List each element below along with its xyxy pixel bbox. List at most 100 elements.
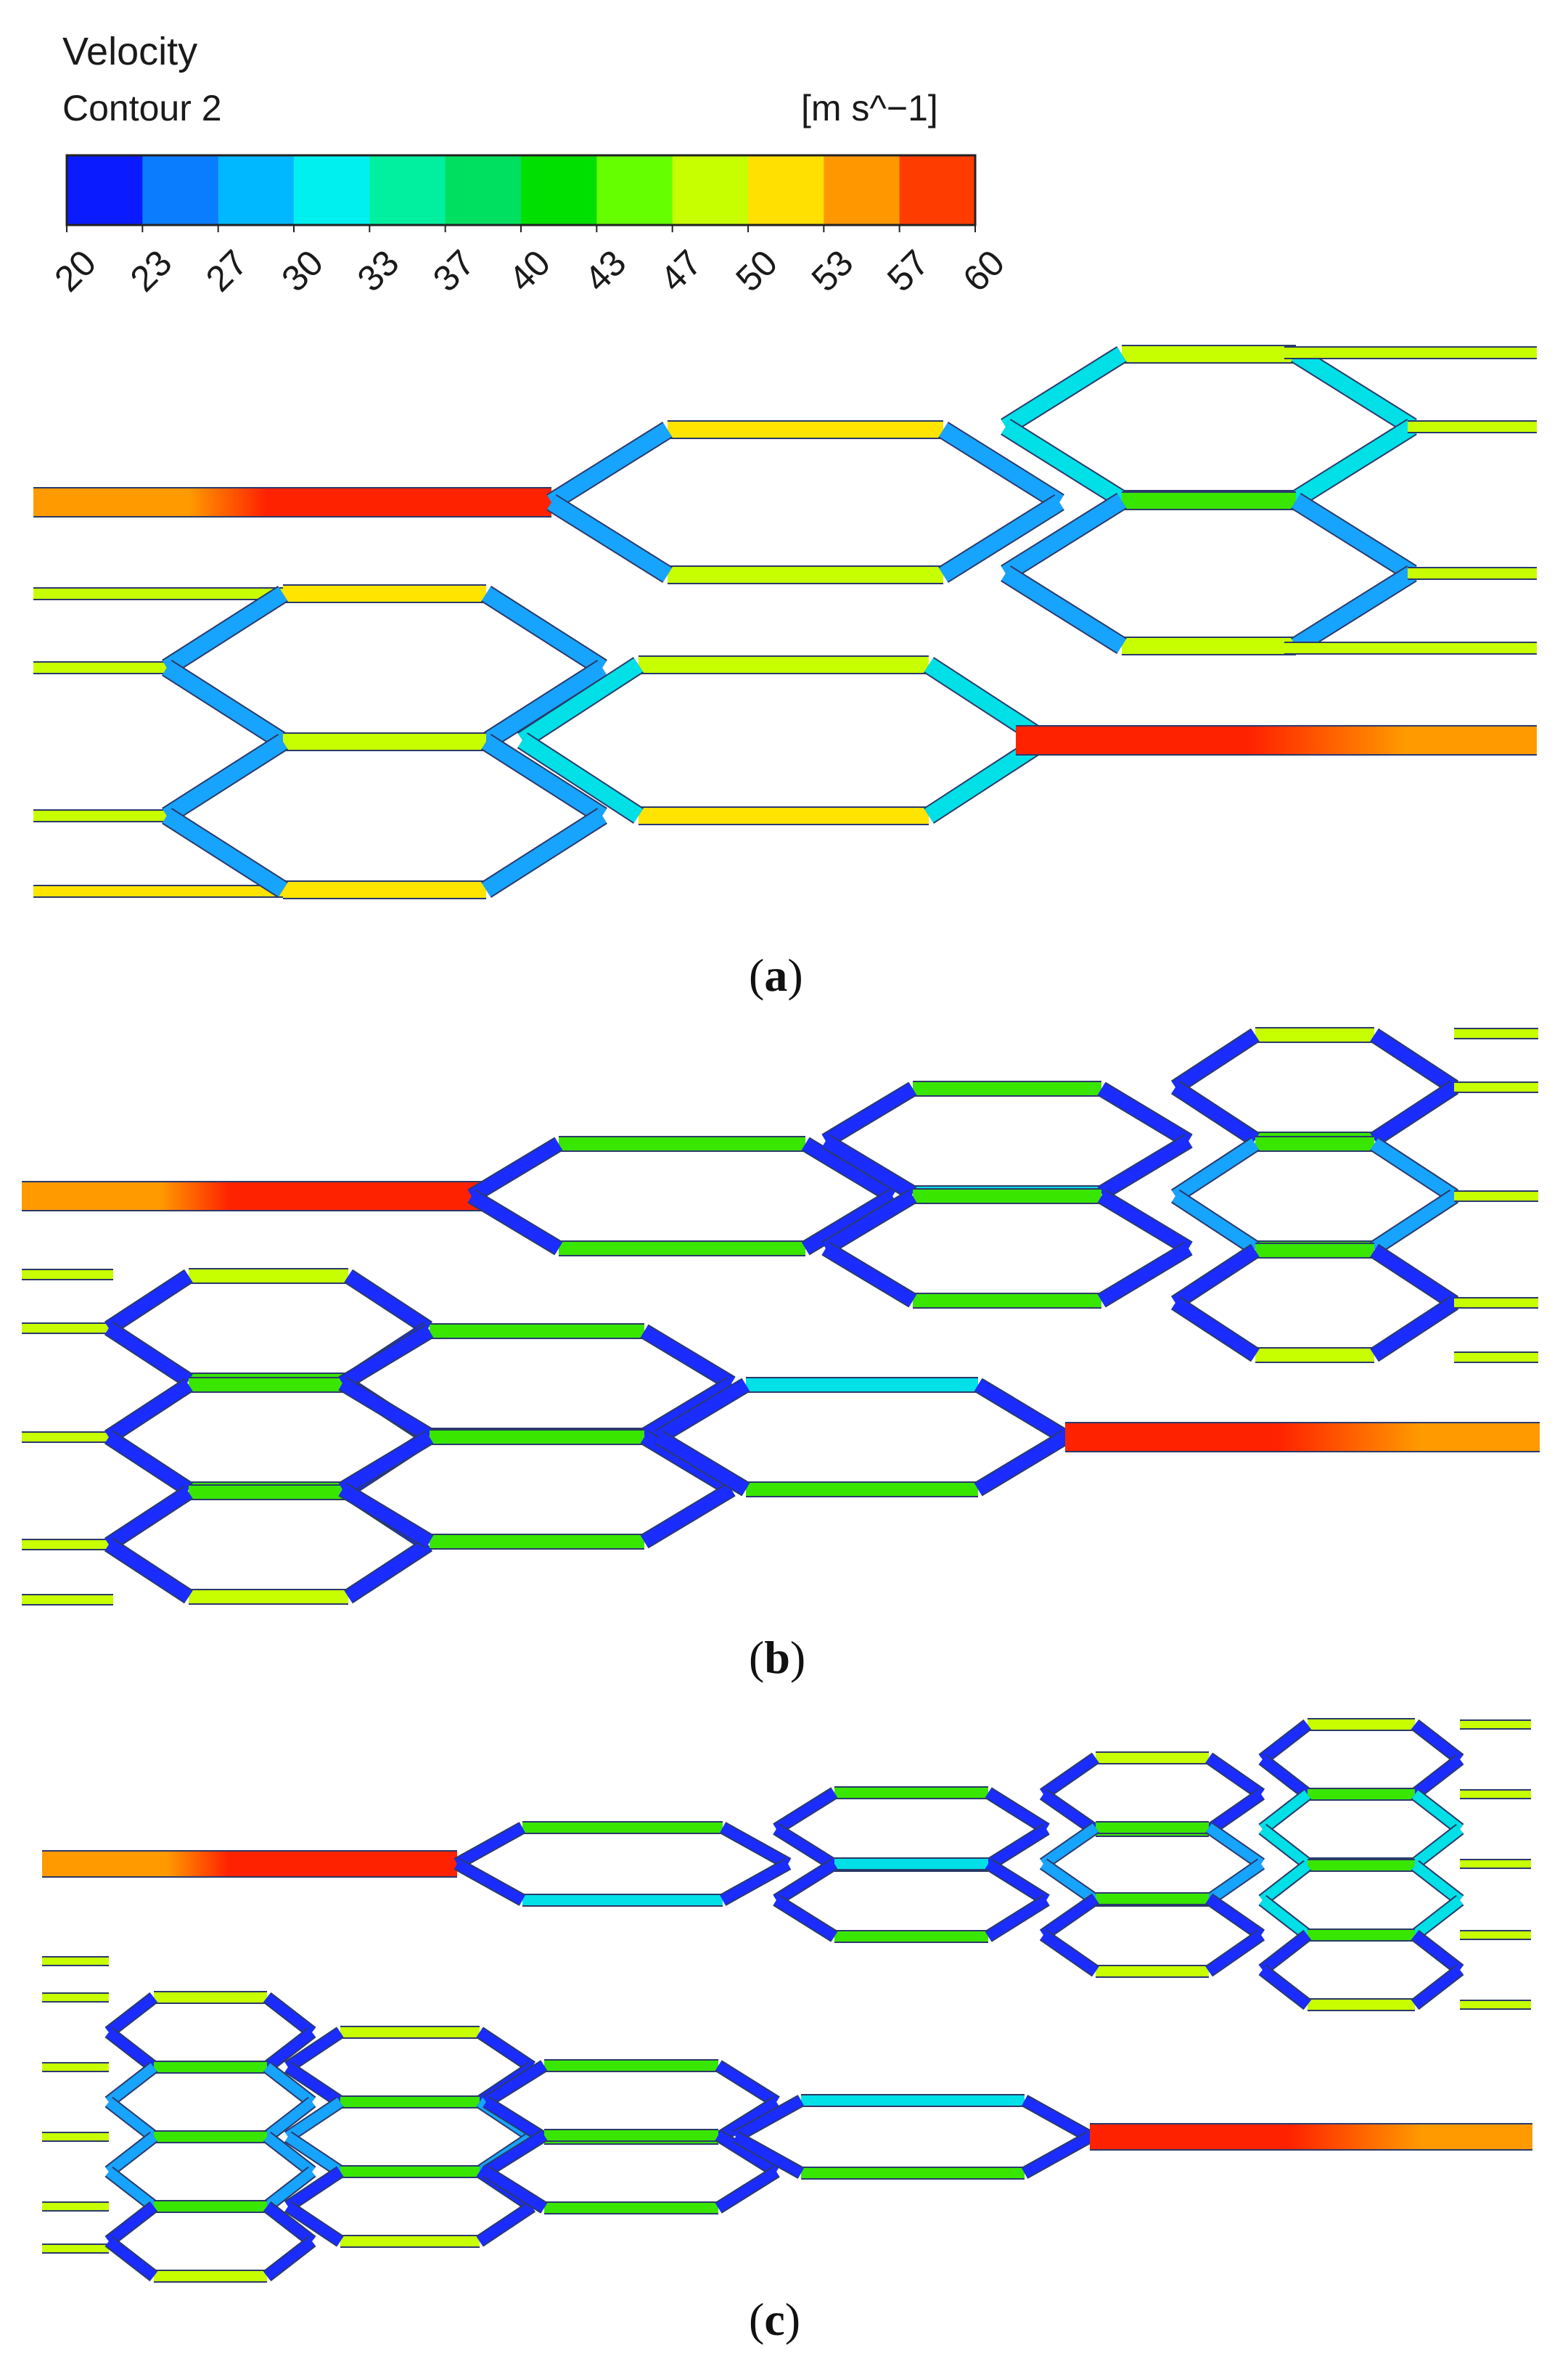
c-top-h3-right-lower [985,1896,1049,1941]
c-bot-h6-left-lower [285,2132,343,2176]
c-top-h3-right-upper [985,1860,1049,1905]
a-bot-hex2-right-lower [482,809,607,897]
b-top-h1-right-lower [802,1190,896,1254]
b-bot-h3-left-upper [105,1486,192,1550]
c-top-h4-left-upper [1040,1754,1099,1799]
b-bot-h2-left-upper [105,1379,192,1443]
c-bot-h8-left-upper [483,2061,547,2106]
c-bot-h7-right-lower [477,2202,535,2246]
a-bot-hex3-left-lower [518,733,643,823]
b-bot-h6-right-upper [974,1379,1069,1443]
b-top-h3-left-lower [822,1243,916,1306]
b-top-h1-right-upper [802,1138,896,1202]
b-bot-h1-left-upper [105,1270,192,1334]
c-top-h2-left-lower [773,1825,837,1870]
a-bot-hex2-right-upper [482,735,607,823]
b-top-h2-right-lower [1098,1135,1192,1199]
c-bot-h1-right-lower [263,2028,316,2071]
b-top-h4-left-lower [1172,1081,1259,1145]
c-bot-h2-left-lower [105,2098,157,2141]
legend-swatch [521,155,597,225]
b-top-h4-right-upper [1371,1029,1458,1093]
c-top-h5-left-lower [1040,1860,1099,1905]
c-top-h6-left-lower [1040,1931,1099,1976]
c-bot-h3-left-upper [105,2132,157,2176]
c-bot-h9-right-lower [715,2167,779,2212]
b-bot-h2-left-lower [105,1431,192,1495]
c-top-h9-right-upper [1411,1861,1464,1905]
c-top-h9-right-lower [1411,1896,1464,1939]
a-top-hex1-left-lower [547,495,672,582]
c-top-h10-right-lower [1411,1966,1464,2009]
caption-a: (a) [749,952,803,999]
legend-swatch [67,155,143,225]
a-top-hex1-right-upper [939,422,1064,510]
c-bot-h3-left-lower [105,2167,157,2211]
c-bot-h6-left-upper [285,2098,343,2141]
legend-swatch [142,155,219,225]
b-top-h2-right-upper [1098,1083,1192,1147]
caption-c-letter: c [764,2294,785,2345]
c-top-h6-left-upper [1040,1894,1099,1939]
caption-c-close: ) [784,2294,801,2345]
c-bot-h4-right-lower [263,2237,316,2281]
b-bot-h5-right-lower [641,1484,735,1547]
c-bot-h8-right-lower [715,2098,779,2143]
a-top-hex3-left-upper [1001,494,1126,581]
legend-units: [m s^−1] [801,88,938,128]
a-outlet [1016,727,1537,754]
b-bot-h3-left-lower [105,1539,192,1603]
c-top-h5-left-upper [1040,1823,1099,1868]
c-bot-h7-left-lower [285,2202,343,2246]
c-top-h2-left-upper [773,1788,837,1833]
c-bot-h1-left-upper [105,1993,157,2037]
c-top-h9-left-upper [1259,1861,1311,1905]
c-top-h7-left-lower [1259,1755,1311,1799]
legend-swatch [748,155,824,225]
c-top-h3-left-lower [773,1896,837,1941]
c-top-h2-right-lower [985,1825,1049,1870]
legend-swatch [445,155,522,225]
c-top-h6-right-lower [1206,1931,1264,1976]
c-top-h7-right-upper [1411,1720,1464,1764]
c-top-h9-left-lower [1259,1896,1311,1939]
a-top-hex3-right-lower [1292,566,1416,653]
c-top-h10-right-upper [1411,1931,1464,1974]
legend-swatch [899,155,976,225]
c-bot-h10-right-upper [1022,2095,1093,2142]
c-top-h1-left-upper [454,1823,525,1869]
b-bot-h5-left-upper [339,1431,433,1495]
c-top-h8-left-upper [1259,1790,1311,1833]
legend-title: Velocity [62,30,198,73]
b-bot-h3-right-lower [345,1539,432,1603]
b-top-h5-left-lower [1172,1190,1259,1254]
a-bot-hex1-left-lower [163,660,287,749]
c-top-h1-right-lower [720,1859,791,1905]
caption-a-letter: a [764,949,788,1001]
c-bot-h1-right-upper [263,1993,316,2037]
a-bot-hex2-left-upper [163,735,287,823]
b-bot-h4-left-upper [339,1325,433,1389]
c-top-h10-left-lower [1259,1966,1311,2009]
c-top-h10-left-upper [1259,1931,1311,1974]
c-bot-h5-left-lower [285,2063,343,2106]
caption-c: (c) [749,2296,800,2343]
c-bot-h7-left-upper [285,2167,343,2211]
legend-swatch [218,155,295,225]
a-top-hex1-right-lower [939,495,1064,582]
c-top-h8-right-upper [1411,1790,1464,1833]
a-bot-hex1-right-upper [482,586,607,675]
b-bot-h6-left-lower [655,1431,750,1495]
legend-swatch [824,155,900,225]
c-bot-h8-right-upper [715,2061,779,2106]
c-bot-h3-right-lower [263,2167,316,2211]
b-top-h5-left-upper [1172,1138,1259,1202]
c-bot-h10-left-lower [733,2132,804,2178]
b-bot-h4-left-lower [339,1378,433,1441]
b-top-h6-left-lower [1172,1297,1259,1361]
b-top-h4-left-upper [1172,1029,1259,1093]
c-bot-h1-left-lower [105,2028,157,2071]
